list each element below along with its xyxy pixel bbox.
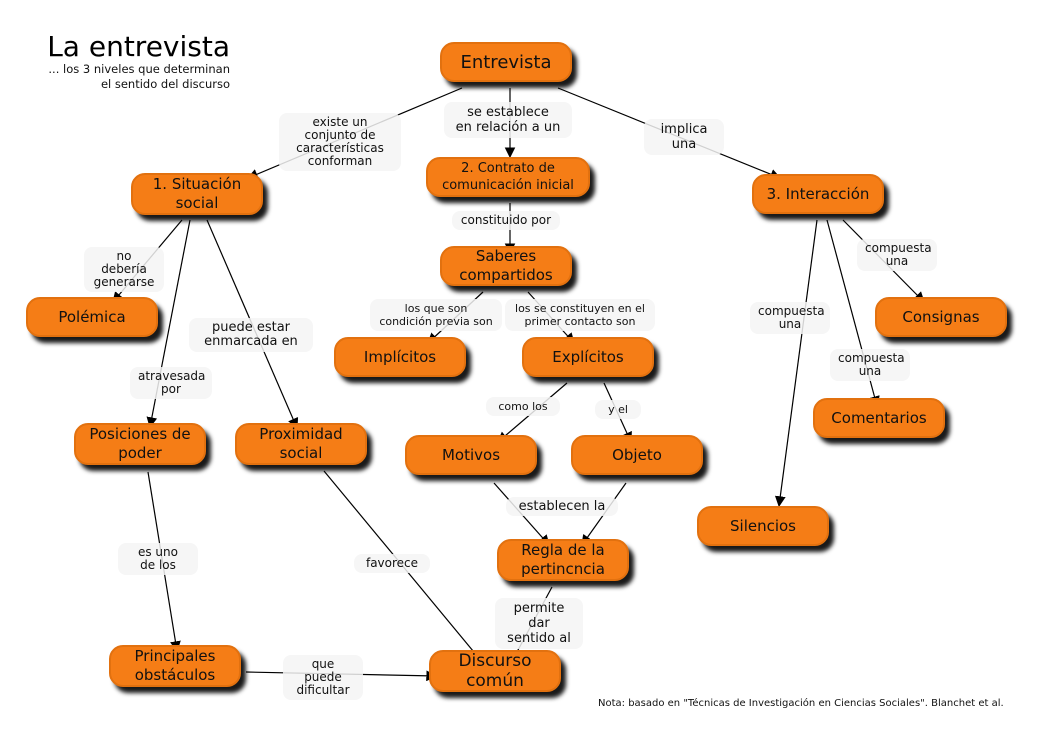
link-label-existe: existe un conjunto de características co…: [279, 113, 401, 171]
page-title: La entrevista: [47, 30, 230, 63]
subtitle-line-2: el sentido del discurso: [100, 77, 230, 91]
node-principales-obstaculos[interactable]: Principales obstáculos: [109, 645, 241, 687]
link-label-y-el: y el: [595, 400, 641, 419]
link-label-es-uno: es uno de los: [118, 543, 198, 575]
node-motivos[interactable]: Motivos: [405, 435, 537, 475]
link-label-como-los: como los: [486, 397, 560, 416]
node-consignas[interactable]: Consignas: [875, 297, 1007, 337]
node-discurso-comun[interactable]: Discurso común: [429, 650, 561, 692]
link-label-que-puede: que puede dificultar: [283, 655, 363, 700]
node-saberes-compartidos[interactable]: Saberes compartidos: [440, 246, 572, 286]
link-label-los-que-son: los que son condición previa son: [370, 299, 502, 331]
link-label-los-se-constituyen: los se constituyen en el primer contacto…: [505, 299, 655, 331]
link-label-permite: permite dar sentido al: [495, 598, 583, 649]
subtitle-line-1: ... los 3 niveles que determinan: [48, 62, 230, 76]
node-contrato-comunicacion[interactable]: 2. Contrato de comunicación inicial: [426, 157, 590, 197]
node-explicitos[interactable]: Explícitos: [522, 337, 654, 377]
link-label-compuesta-comentarios: compuesta una: [830, 349, 910, 381]
node-polemica[interactable]: Polémica: [26, 297, 158, 337]
node-comentarios[interactable]: Comentarios: [813, 398, 945, 438]
link-label-favorece: favorece: [354, 554, 430, 573]
source-note: Nota: basado en "Técnicas de Investigaci…: [598, 698, 1004, 709]
node-implicitos[interactable]: Implícitos: [334, 337, 466, 377]
link-label-atravesada: atravesada por: [130, 367, 212, 399]
node-proximidad-social[interactable]: Proximidad social: [235, 423, 367, 465]
link-label-establecen: establecen la: [506, 497, 618, 516]
edge-interaccion-silencios: [774, 219, 818, 508]
node-interaccion[interactable]: 3. Interacción: [752, 174, 884, 214]
link-label-constituido: constituido por: [452, 211, 560, 230]
node-silencios[interactable]: Silencios: [697, 506, 829, 546]
link-label-compuesta-silencios: compuesta una: [750, 302, 830, 334]
node-posiciones-de-poder[interactable]: Posiciones de poder: [74, 423, 206, 465]
link-label-se-establece: se establece en relación a un: [444, 102, 572, 138]
node-regla-pertinencia[interactable]: Regla de la pertincncia: [497, 539, 629, 581]
link-label-no-deberia: no debería generarse: [84, 247, 164, 292]
link-label-compuesta-consignas: compuesta una: [857, 239, 937, 271]
link-label-puede-estar: puede estar enmarcada en: [189, 318, 313, 352]
node-objeto[interactable]: Objeto: [571, 435, 703, 475]
node-entrevista[interactable]: Entrevista: [440, 42, 572, 82]
node-situacion-social[interactable]: 1. Situación social: [131, 173, 263, 215]
link-label-implica: implica una: [644, 119, 724, 155]
